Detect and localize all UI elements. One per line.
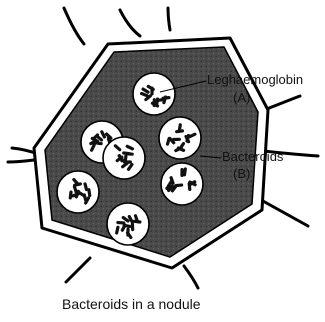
bacteroid-vesicle bbox=[103, 137, 145, 179]
bacteroid-rod bbox=[180, 168, 183, 177]
bacteroids-label: Bacteroids bbox=[222, 149, 283, 164]
diagram-caption: Bacteroids in a nodule bbox=[62, 296, 201, 312]
leghaemoglobin-label: Leghaemoglobin bbox=[207, 72, 303, 87]
bacteroid-vesicle bbox=[161, 163, 203, 205]
bacteroid-vesicle bbox=[159, 117, 201, 159]
bacteroids-code-label: (B) bbox=[233, 166, 250, 181]
bacteroid-rod bbox=[172, 138, 181, 141]
bacteroid-rod bbox=[123, 160, 132, 163]
vesicle-membrane bbox=[107, 203, 149, 245]
bacteroid-rod bbox=[126, 228, 129, 237]
leghaemoglobin-code-label: (A) bbox=[233, 90, 250, 105]
bacteroid-vesicle bbox=[107, 203, 149, 245]
vesicle-membrane bbox=[133, 73, 175, 115]
bacteroid-vesicle bbox=[133, 73, 175, 115]
vesicle-membrane bbox=[103, 137, 145, 179]
bacteroid-vesicle bbox=[57, 171, 99, 213]
